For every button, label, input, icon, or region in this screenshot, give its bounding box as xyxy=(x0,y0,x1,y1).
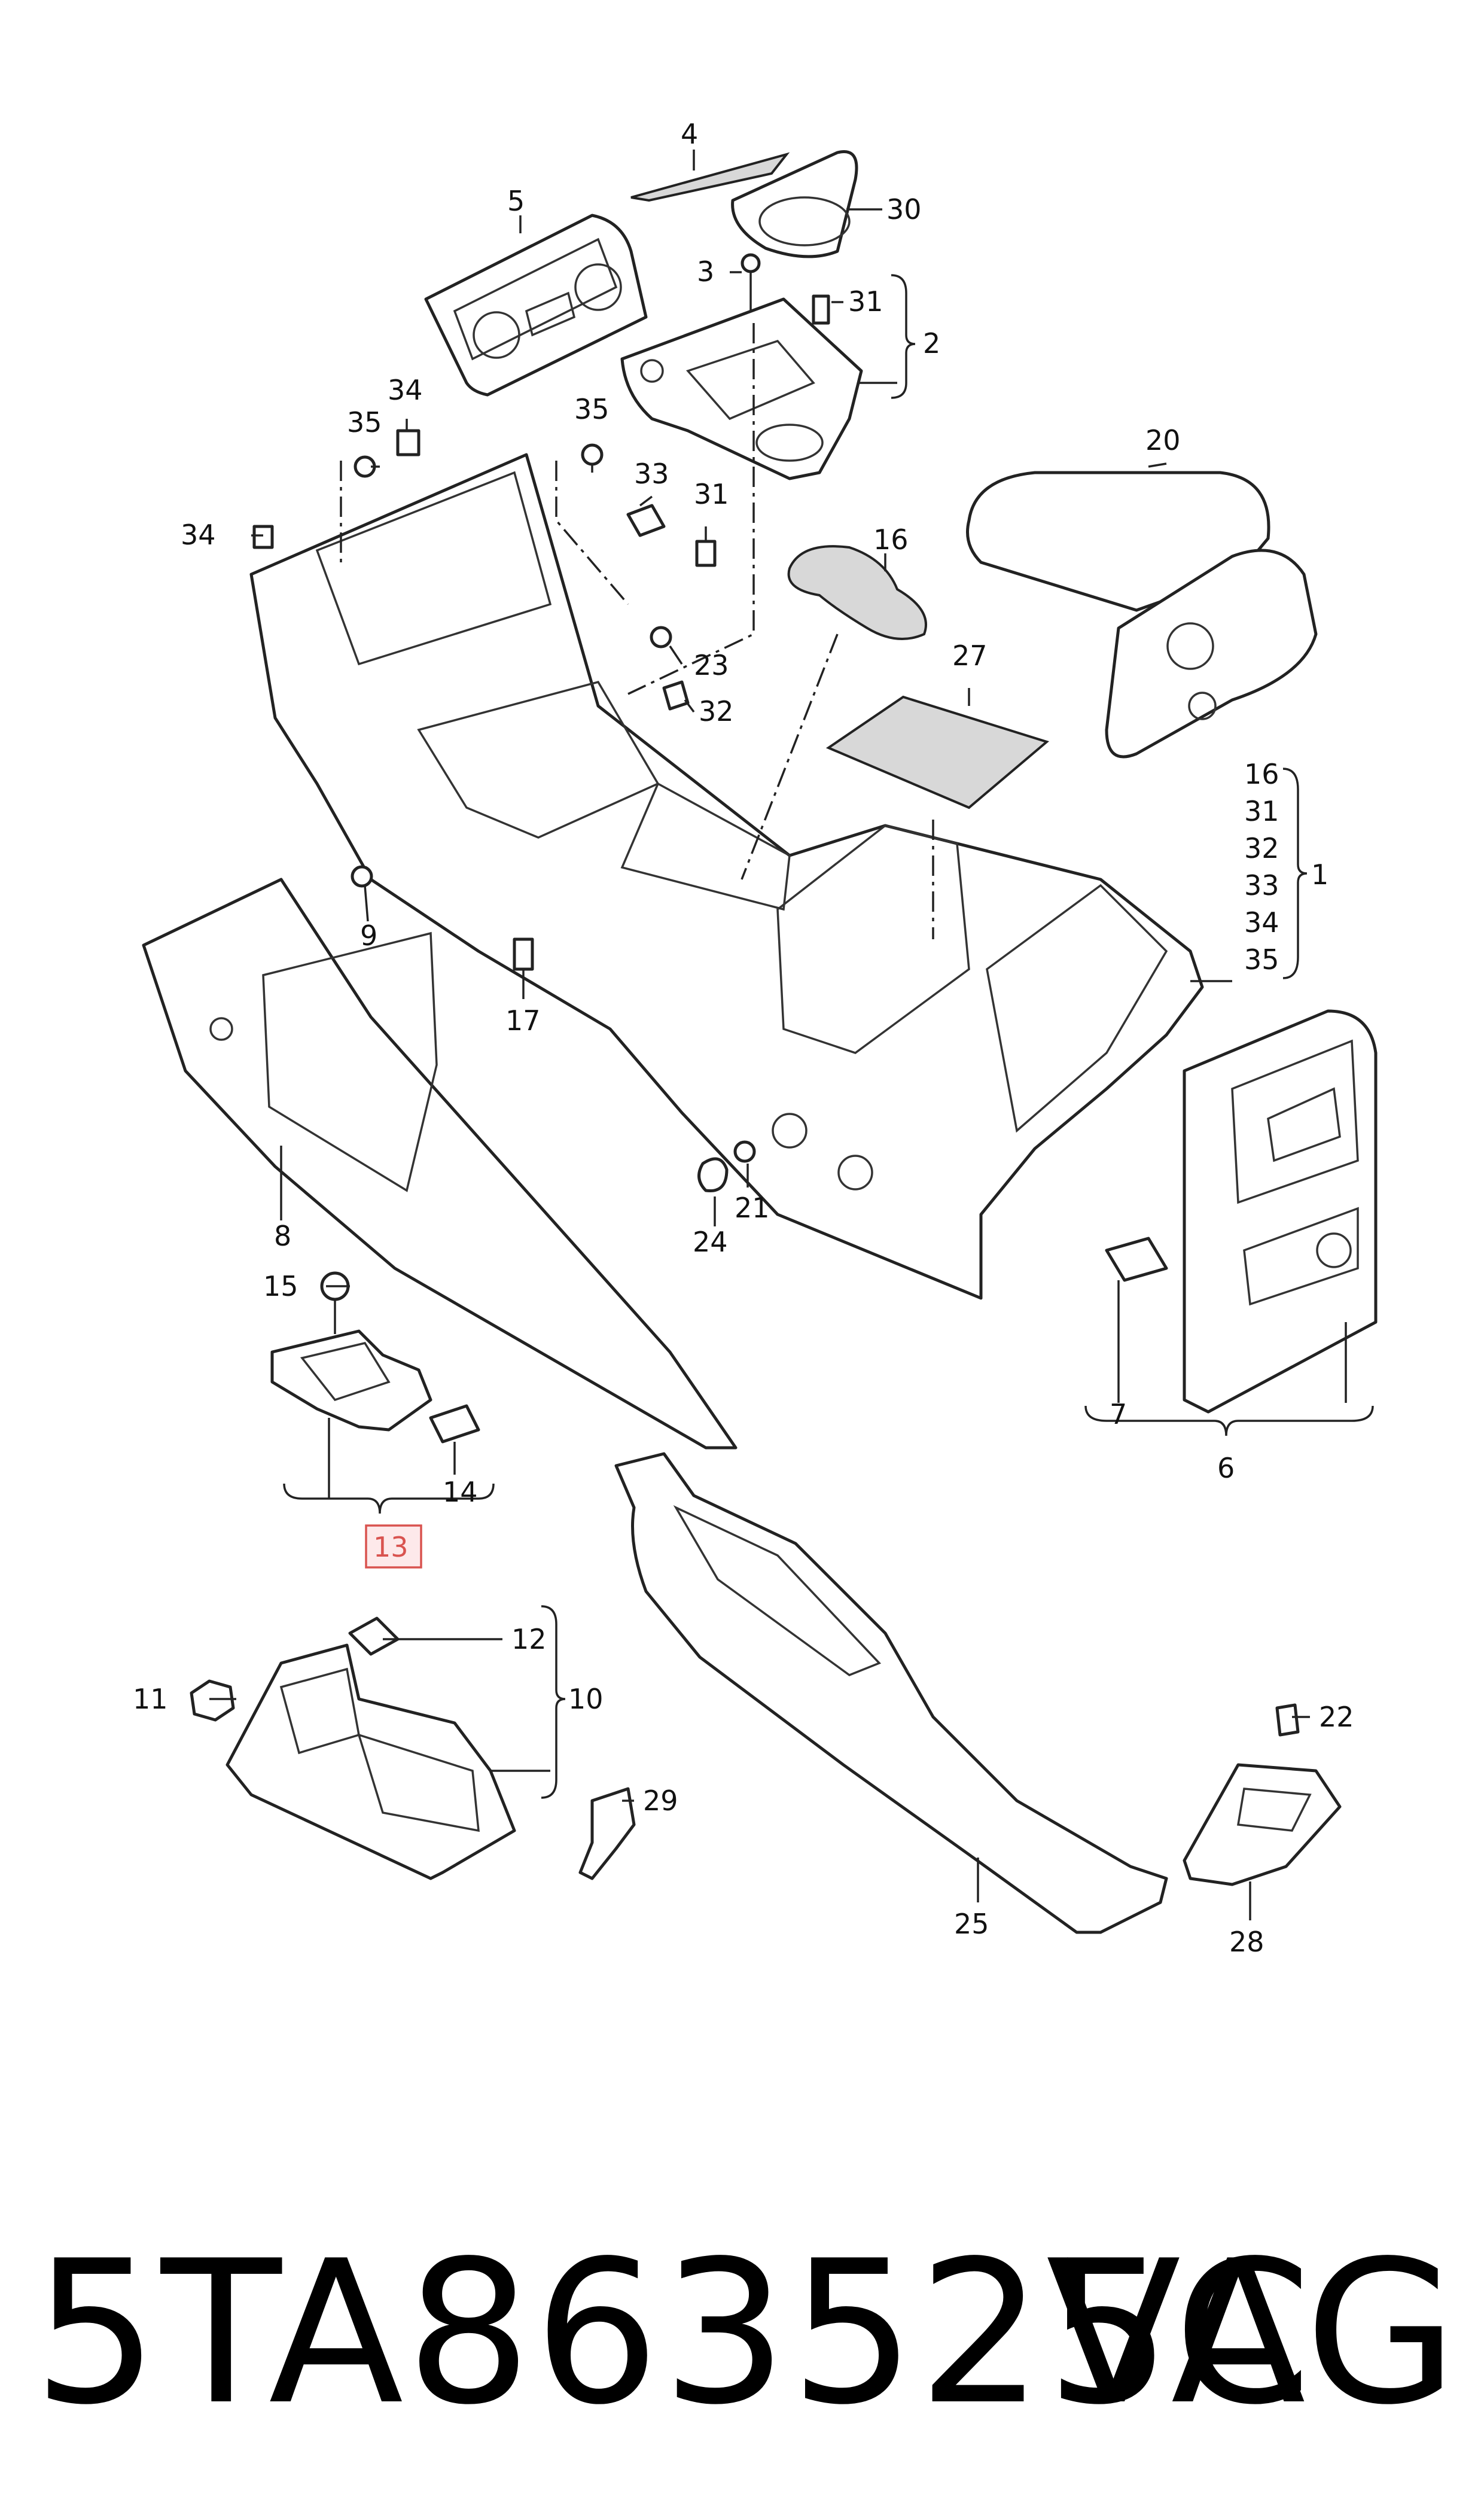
part-35-screw xyxy=(354,443,604,478)
part-4-mesh-strip xyxy=(630,152,790,202)
brand-label: VAG xyxy=(1046,2218,1460,2448)
callout-17: 17 xyxy=(505,1004,541,1037)
part-28-vent-nozzle xyxy=(1183,1763,1342,1886)
callout-34b: 34 xyxy=(181,519,216,551)
callout-1: 1 xyxy=(1311,858,1328,891)
kit-1-item-34: 34 xyxy=(1244,906,1279,939)
part-25-air-duct xyxy=(614,1452,1168,1934)
callout-33: 33 xyxy=(634,458,669,490)
callout-29: 29 xyxy=(643,1785,678,1817)
callout-12: 12 xyxy=(511,1623,547,1655)
callout-24: 24 xyxy=(693,1226,728,1258)
exploded-parts-diagram: 4 5 30 3 31 2 20 34 35 35 33 31 34 16 23… xyxy=(133,118,1378,1958)
callout-2: 2 xyxy=(923,327,940,360)
callout-3: 3 xyxy=(697,255,714,288)
callout-16: 16 xyxy=(873,523,909,556)
callout-28: 28 xyxy=(1229,1926,1264,1958)
callout-5: 5 xyxy=(507,185,525,217)
callout-25: 25 xyxy=(954,1908,989,1940)
brackets xyxy=(283,274,1374,1799)
callout-15: 15 xyxy=(263,1270,298,1302)
part-32-clip xyxy=(662,680,690,711)
callout-35b: 35 xyxy=(574,393,610,425)
kit-1-item-32: 32 xyxy=(1244,832,1279,864)
part-17-clip xyxy=(513,937,534,971)
callout-9: 9 xyxy=(360,919,377,952)
part-8-side-trim xyxy=(142,878,738,1450)
callout-27: 27 xyxy=(952,640,988,672)
part-14-clip xyxy=(429,1404,480,1444)
callout-labels: 4 5 30 3 31 2 20 34 35 35 33 31 34 16 23… xyxy=(133,118,1354,1958)
part-27-mesh-mat xyxy=(825,695,1050,809)
kit-1-item-33: 33 xyxy=(1244,869,1279,902)
kit-1-item-16: 16 xyxy=(1244,758,1279,790)
leader-lines xyxy=(209,150,1347,1920)
part-24-plug xyxy=(697,1157,729,1193)
part-33-clip xyxy=(626,504,666,537)
callout-35a: 35 xyxy=(347,406,382,439)
callout-20: 20 xyxy=(1145,424,1181,456)
callout-11: 11 xyxy=(133,1683,168,1715)
part-6-rear-vent-panel xyxy=(1183,1009,1378,1414)
part-13-bracket xyxy=(270,1329,432,1432)
callout-23: 23 xyxy=(694,649,729,681)
callout-10: 10 xyxy=(568,1683,604,1715)
callout-21: 21 xyxy=(735,1192,770,1224)
part-12-clip xyxy=(348,1616,400,1656)
callout-31a: 31 xyxy=(848,285,883,318)
part-3-screw xyxy=(741,253,761,311)
part-30-cup-insert xyxy=(731,150,858,258)
part-21-screw xyxy=(733,1140,756,1163)
part-31-clip xyxy=(695,294,830,567)
part-23-screw xyxy=(650,626,672,648)
callout-30: 30 xyxy=(886,193,922,226)
callout-32: 32 xyxy=(699,695,734,727)
part-34-clip xyxy=(252,429,420,549)
kit-1-item-35: 35 xyxy=(1244,943,1279,976)
part-15-screw xyxy=(320,1271,350,1334)
part-7-clip xyxy=(1105,1237,1168,1282)
part-20-armrest xyxy=(966,471,1318,759)
part-11-nut xyxy=(190,1679,235,1722)
part-22-clip xyxy=(1275,1703,1300,1737)
part-1-console-body xyxy=(249,453,1204,1300)
callout-8: 8 xyxy=(274,1220,291,1252)
callout-4: 4 xyxy=(681,118,698,150)
callout-34a: 34 xyxy=(388,374,423,406)
footer: 5TA863525C VAG xyxy=(0,2213,1484,2453)
part-10-storage-box xyxy=(226,1643,516,1880)
callout-22: 22 xyxy=(1319,1701,1354,1733)
kit-1-item-31: 31 xyxy=(1244,795,1279,827)
reference-lines xyxy=(340,323,934,939)
part-number: 5TA863525C xyxy=(33,2218,1314,2448)
callout-14: 14 xyxy=(443,1476,478,1508)
part-29-bracket xyxy=(578,1787,636,1880)
callout-6: 6 xyxy=(1217,1452,1235,1484)
callout-13: 13 xyxy=(373,1531,409,1563)
part-16-mat xyxy=(787,545,927,640)
part-5-trim-panel xyxy=(424,214,648,397)
callout-13-highlight-box xyxy=(365,1524,422,1569)
callout-31b: 31 xyxy=(694,478,729,510)
part-2-upper-tray xyxy=(620,297,863,480)
part-9-screw xyxy=(351,865,373,888)
callout-7: 7 xyxy=(1110,1398,1127,1430)
